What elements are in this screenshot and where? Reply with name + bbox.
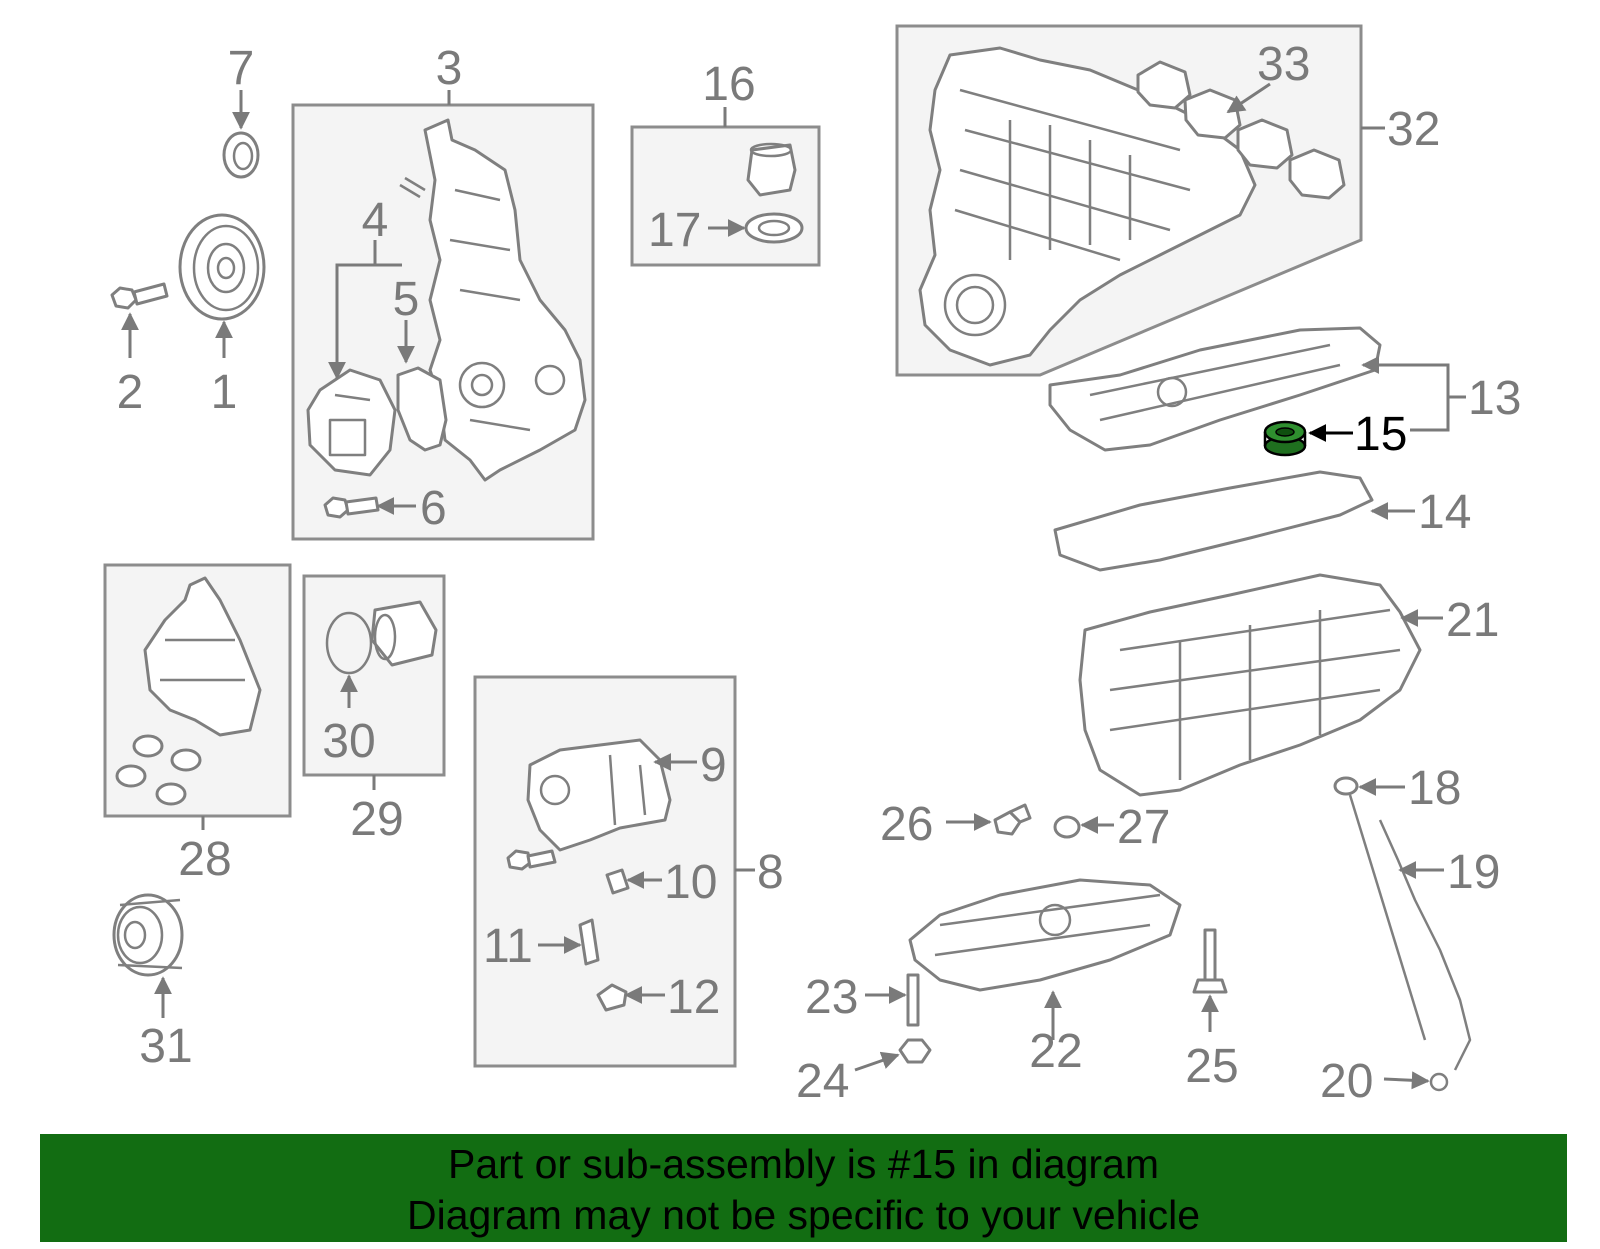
oil-pump-part-28 (115, 576, 262, 806)
callout-15[interactable]: 15 (1354, 408, 1407, 461)
dipstick-part-18 (1333, 776, 1427, 1041)
nut-part-24 (898, 1038, 932, 1064)
callout-19[interactable]: 19 (1447, 846, 1500, 899)
callout-32[interactable]: 32 (1387, 103, 1440, 156)
pulley-part-1 (178, 213, 266, 321)
callout-1[interactable]: 1 (211, 366, 238, 419)
stud-part-23 (906, 973, 920, 1027)
callout-10[interactable]: 10 (664, 856, 717, 909)
callout-29[interactable]: 29 (350, 793, 403, 846)
callout-11[interactable]: 11 (483, 920, 533, 973)
timing-cover-part-3 (399, 118, 587, 482)
callout-26[interactable]: 26 (880, 798, 933, 851)
callout-17[interactable]: 17 (648, 204, 701, 257)
seal-part-7 (222, 131, 260, 179)
banner-line-1: Part or sub-assembly is #15 in diagram (448, 1141, 1159, 1187)
oil-pan-gasket-part-14 (1053, 470, 1374, 572)
callout-20[interactable]: 20 (1320, 1055, 1373, 1108)
banner-line-2: Diagram may not be specific to your vehi… (406, 1192, 1200, 1238)
callout-25[interactable]: 25 (1185, 1040, 1238, 1093)
lower-oil-pan-part-22 (908, 878, 1182, 992)
callout-16[interactable]: 16 (702, 58, 755, 111)
callout-30[interactable]: 30 (322, 715, 375, 768)
o-ring-part-30 (325, 611, 373, 675)
callout-23[interactable]: 23 (805, 971, 858, 1024)
oil-filter-element-part-29 (370, 600, 438, 667)
bolt-part-2 (110, 282, 169, 310)
bolt-oil-pump (506, 849, 557, 871)
upper-oil-pan-part-21 (1078, 573, 1422, 797)
oil-pressure-switch-part-26 (993, 803, 1032, 836)
callout-27[interactable]: 27 (1117, 801, 1170, 854)
oil-cap-part-16 (746, 142, 797, 197)
washer-part-27 (1053, 815, 1081, 839)
callout-3[interactable]: 3 (436, 42, 463, 95)
oil-cap-seal-part-17 (744, 212, 804, 244)
highlighted-seal-part-15 (1263, 420, 1307, 457)
callout-18[interactable]: 18 (1408, 762, 1461, 815)
pin-part-11 (578, 918, 600, 966)
callout-31[interactable]: 31 (139, 1020, 192, 1073)
callout-21[interactable]: 21 (1446, 594, 1499, 647)
callout-2[interactable]: 2 (117, 366, 144, 419)
callout-8[interactable]: 8 (757, 846, 784, 899)
bolt-part-25 (1192, 928, 1228, 994)
oil-pump-part-9 (526, 738, 672, 852)
callout-24[interactable]: 24 (796, 1055, 849, 1108)
gasket-part-5 (396, 366, 448, 452)
callout-12[interactable]: 12 (667, 971, 720, 1024)
callout-7[interactable]: 7 (228, 42, 255, 95)
leader-lines (121, 82, 1466, 1090)
callout-13[interactable]: 13 (1468, 372, 1521, 425)
callout-33[interactable]: 33 (1257, 38, 1310, 91)
callout-6[interactable]: 6 (420, 482, 447, 535)
info-banner: Part or sub-assembly is #15 in diagram D… (40, 1134, 1567, 1242)
callout-5[interactable]: 5 (393, 273, 420, 326)
valve-cover-part-13 (1048, 326, 1382, 452)
water-pump-part-4 (306, 368, 397, 477)
manifold-gasket-part-33 (1136, 60, 1346, 200)
o-ring-part-20 (1429, 1072, 1449, 1092)
callout-22[interactable]: 22 (1029, 1025, 1082, 1078)
callout-labels: 7 3 4 5 2 1 6 16 17 33 32 13 15 14 21 30… (117, 38, 1522, 1108)
pulley-part-31 (112, 893, 184, 977)
dipstick-guide-part-19 (1378, 819, 1472, 1071)
callout-4[interactable]: 4 (362, 194, 389, 247)
callout-9[interactable]: 9 (700, 739, 727, 792)
callout-28[interactable]: 28 (178, 833, 231, 886)
callout-14[interactable]: 14 (1418, 486, 1471, 539)
